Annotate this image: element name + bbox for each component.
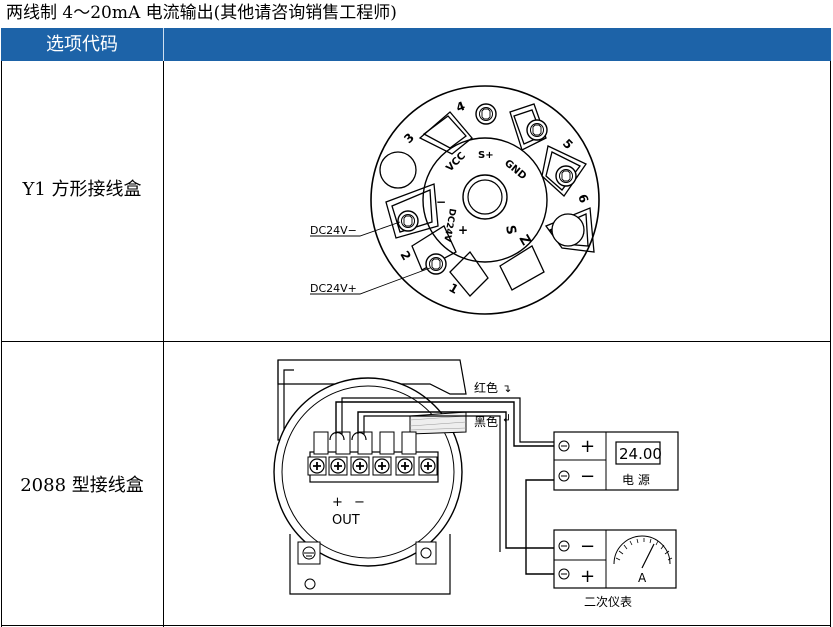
power-label: 电 源 — [622, 473, 650, 487]
housing-circle-inner — [281, 385, 455, 559]
table-right-border — [830, 61, 831, 627]
recess-left — [379, 151, 417, 189]
meter-label: 二次仪表 — [584, 595, 632, 609]
label-s: S — [502, 224, 518, 236]
callout-line-dc24v-neg — [310, 221, 401, 237]
power-terminal-plus — [558, 440, 570, 452]
label-minus: − — [436, 195, 446, 209]
meter-terminal-minus — [558, 540, 570, 552]
meter-needle — [641, 543, 655, 569]
callout-line-dc24v-pos — [310, 267, 431, 295]
base-screw-hole — [304, 578, 316, 590]
power-plus: + — [580, 436, 595, 457]
power-display — [615, 441, 661, 465]
2088-wiring-diagram: + − OUT 红色 ↴ 黑色 ↲ + − 24.00 电 源 − + A — [273, 359, 679, 609]
terminal-screw-5 — [526, 119, 548, 141]
housing-base — [289, 534, 451, 595]
red-wire — [335, 401, 554, 447]
page-title: 两线制 4～20mA 电流输出(其他请咨询销售工程师) — [6, 3, 397, 23]
callout-dc24v-neg: DC24V− — [310, 224, 357, 237]
red-wire-2 — [341, 397, 554, 443]
header-divider — [163, 28, 164, 61]
out-plus: + — [332, 495, 343, 510]
power-terminal-minus — [558, 470, 570, 482]
table-header: 选项代码 — [1, 28, 831, 61]
terminal-screw-2 — [397, 210, 419, 232]
table-bottom-border — [1, 625, 831, 626]
callout-dc24v-pos: DC24V+ — [310, 282, 357, 295]
power-minus: − — [580, 466, 595, 487]
label-s-plus: S+ — [478, 150, 494, 161]
base-tab — [415, 541, 437, 565]
wire-black-arrow: ↲ — [502, 412, 511, 425]
cable-gland — [409, 411, 467, 435]
ground-icon — [304, 552, 314, 560]
black-wire — [357, 411, 554, 549]
terminal-screw-e — [395, 456, 415, 476]
header-option-code: 选项代码 — [46, 34, 118, 55]
terminal-screw-b — [328, 456, 348, 476]
meter-gauge-ticks — [615, 538, 673, 561]
out-label: OUT — [332, 513, 360, 528]
meter-unit: A — [638, 571, 647, 585]
wire-red-arrow: ↴ — [502, 382, 511, 395]
options-table: 选项代码 Y1 方形接线盒 2088 型接线盒 — [1, 28, 831, 627]
black-wire-2 — [363, 415, 501, 552]
out-minus: − — [354, 495, 365, 510]
table-col-divider — [163, 61, 164, 627]
y1-wiring-diagram: 4 3 5 6 2 1 VCC S+ GND DC24V − + S Z DC2… — [310, 85, 600, 315]
recess-right — [551, 213, 585, 247]
terminal-screw-a — [307, 456, 327, 476]
meter-terminal-plus — [558, 568, 570, 580]
row-label-2088: 2088 型接线盒 — [20, 475, 144, 496]
power-display-value: 24.00 — [619, 445, 662, 463]
wire-red-label: 红色 — [474, 380, 498, 395]
terminal-screw-1 — [425, 253, 447, 275]
terminal-screw-c — [350, 456, 370, 476]
meter-plus: + — [580, 566, 595, 587]
label-plus: + — [458, 223, 468, 237]
terminal-screw-6 — [555, 165, 577, 187]
table-row-divider — [1, 341, 831, 342]
terminal-screw-d — [372, 456, 392, 476]
terminal-screw-f — [418, 456, 438, 476]
center-hole-inner — [467, 179, 503, 215]
loop-wire — [525, 479, 554, 575]
table-left-border — [1, 61, 2, 627]
terminal-screw-4 — [475, 103, 497, 125]
secondary-meter — [553, 529, 677, 589]
meter-minus: − — [580, 536, 595, 557]
meter-gauge-arc — [613, 535, 671, 565]
row-label-y1: Y1 方形接线盒 — [22, 179, 142, 200]
wire-black-label: 黑色 — [474, 415, 498, 429]
